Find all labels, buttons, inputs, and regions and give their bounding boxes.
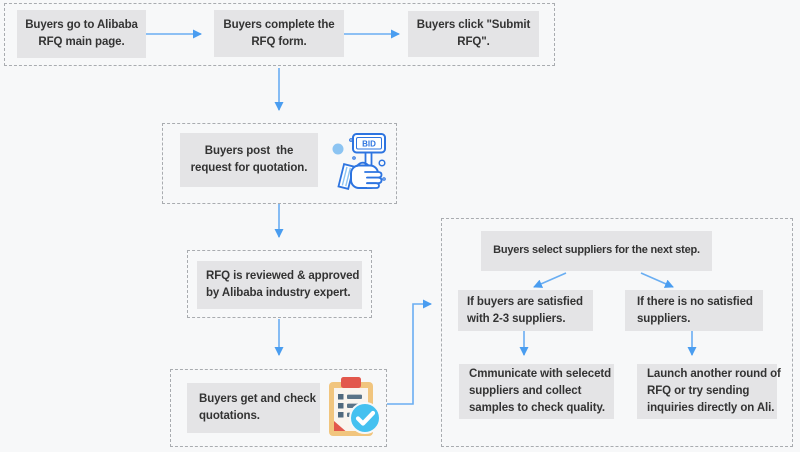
step-box-select-suppliers: Buyers select suppliers for the next ste… (481, 231, 712, 271)
step-box-post-request: Buyers post the request for quotation. (180, 133, 318, 187)
step-box-go-to-rfq-page: Buyers go to Alibaba RFQ main page. (17, 10, 146, 58)
step-box-rfq-reviewed: RFQ is reviewed & approved by Alibaba in… (197, 261, 362, 309)
quotations-phase-container (170, 369, 387, 447)
arrow-quotations-to-selection (387, 299, 432, 405)
selection-phase-container (441, 218, 793, 447)
branch-box-satisfied: If buyers are satisfied with 2-3 supplie… (458, 290, 593, 331)
step-box-launch-another-round: Launch another round of RFQ or try sendi… (637, 364, 781, 419)
bid-sign-label: BID (362, 140, 376, 149)
step-box-communicate-suppliers: Cmmunicate with selecetd suppliers and c… (459, 364, 614, 419)
step-box-complete-form: Buyers complete the RFQ form. (214, 10, 344, 57)
branch-box-not-satisfied: If there is no satisfied suppliers. (625, 290, 763, 331)
step-box-check-quotations: Buyers get and check quotations. (187, 383, 320, 433)
post-phase-container (162, 123, 397, 204)
top-phase-container (4, 3, 555, 66)
review-phase-container (187, 250, 372, 318)
clipboard-check-icon (329, 377, 381, 436)
bid-hand-icon: BID (332, 133, 386, 190)
step-box-click-submit: Buyers click "Submit RFQ". (408, 11, 539, 57)
